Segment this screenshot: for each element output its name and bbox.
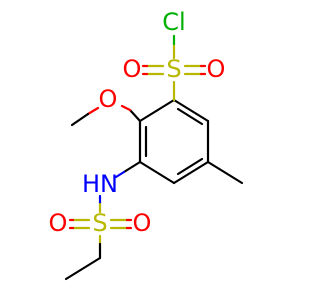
methyl-bond <box>206 160 244 185</box>
sulfur-atom-label-bottom: S <box>92 209 107 237</box>
ring-bond <box>172 160 210 185</box>
chemical-structure: Cl S O O O HN S O O <box>49 8 244 281</box>
ring-double-bond <box>176 107 204 126</box>
oxygen-atom-label-bottom-left: O <box>49 209 68 237</box>
ring-to-nitrogen-bond <box>114 170 126 179</box>
methoxy-methyl-bond <box>86 106 100 116</box>
oxygen-atom-label-top-right: O <box>207 55 226 83</box>
nitrogen-atom-label: HN <box>82 170 118 198</box>
ring-to-methoxy-oxygen-bond <box>128 108 142 123</box>
ring-bond <box>172 98 210 123</box>
oxygen-atom-label-top-left: O <box>123 55 142 83</box>
ring-double-bond <box>176 157 204 176</box>
benzene-ring <box>138 98 210 185</box>
ring-to-nitrogen-bond <box>122 160 142 174</box>
sulfur-atom-label-top: S <box>166 55 181 83</box>
ethyl-bond <box>64 256 102 281</box>
ring-bond <box>138 98 176 123</box>
methoxy-methyl-bond <box>70 112 90 127</box>
oxygen-atom-label-bottom-right: O <box>133 209 152 237</box>
ring-bond <box>138 160 176 185</box>
chlorine-atom-label: Cl <box>162 8 185 36</box>
methoxy-oxygen-atom-label: O <box>99 85 118 113</box>
ring-to-methoxy-oxygen-bond <box>120 104 132 112</box>
